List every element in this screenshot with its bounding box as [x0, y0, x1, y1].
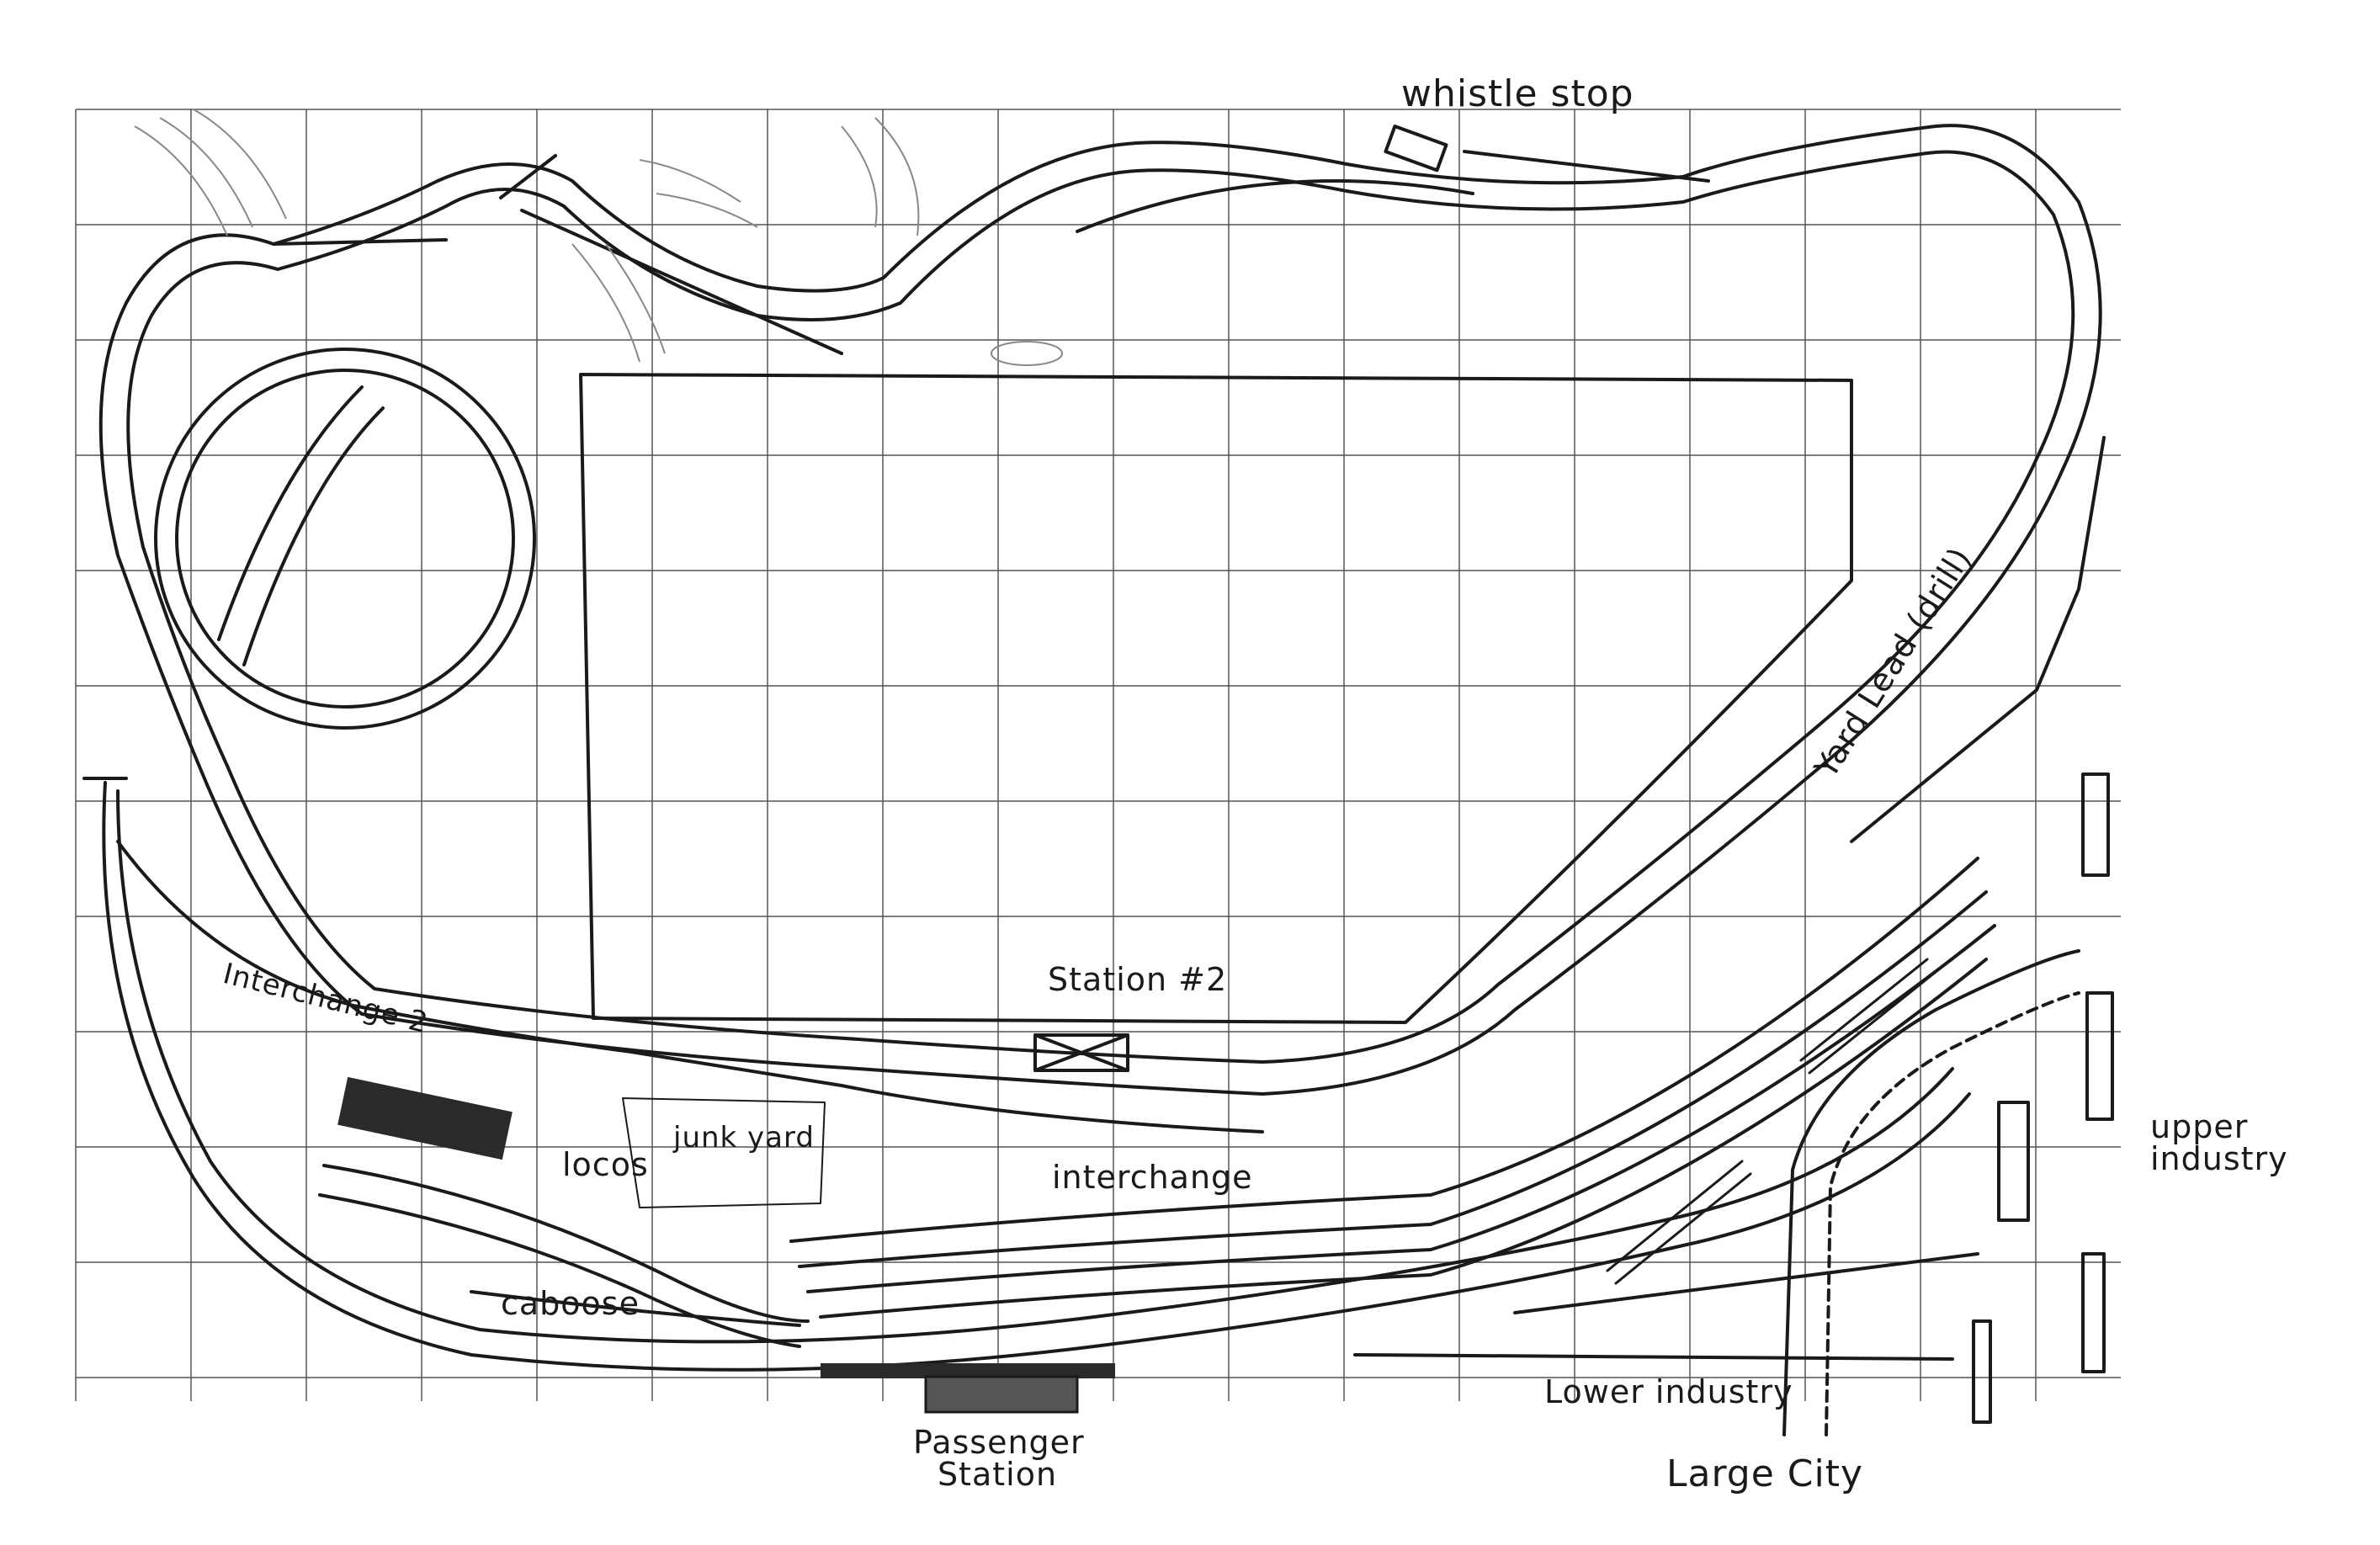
- station-2-label: Station #2: [1048, 961, 1228, 998]
- caboose-track: [470, 1290, 801, 1327]
- graph-paper-grid: [75, 109, 2121, 1401]
- helix-spur-2: [242, 406, 385, 666]
- passenger-platform: [821, 1363, 1115, 1378]
- left-branch-inner: [116, 789, 1954, 1344]
- interchange-2-track: [116, 840, 1264, 1134]
- loco-track: [322, 1164, 810, 1323]
- lower-industry-spur-2: [1513, 1252, 1979, 1314]
- station-2-building: [1033, 1033, 1129, 1072]
- locos-label: locos: [562, 1146, 649, 1183]
- locos-building: [337, 1076, 513, 1160]
- yard-lead: [1850, 436, 2106, 843]
- helix-spur: [217, 385, 364, 641]
- helix-loop-inner: [175, 369, 515, 709]
- lower-industry-spur: [1353, 1353, 1954, 1361]
- upper-industry-building-4: [2081, 1252, 2106, 1373]
- upper-industry-label: upper industry: [2150, 1108, 2288, 1177]
- city-street: [1782, 949, 2080, 1436]
- mainline-inner: [126, 150, 2075, 1064]
- whistle-stop-siding-2: [1076, 179, 1474, 233]
- yard-track-4: [819, 958, 1988, 1319]
- lower-industry-label: Lower industry: [1544, 1373, 1793, 1410]
- yard-track-3: [806, 924, 1996, 1293]
- freight-cars: [1606, 958, 1937, 1285]
- upper-industry-building-2: [2085, 991, 2114, 1121]
- helix-loop: [154, 348, 536, 730]
- interchange-label: interchange: [1052, 1159, 1253, 1196]
- station-2-building-cross: [1033, 1033, 1129, 1072]
- passenger-station-building: [924, 1375, 1079, 1414]
- upper-industry-building-1: [2081, 772, 2110, 877]
- mainline-outer: [98, 124, 2102, 1096]
- left-branch-outer: [102, 781, 1971, 1372]
- upper-industry-building-5: [1972, 1319, 1992, 1424]
- loco-track-2: [318, 1193, 801, 1348]
- hill-hatching: [134, 109, 1063, 366]
- upper-left-spur-2: [499, 154, 557, 199]
- passenger-station-label: Passenger Station: [913, 1424, 1085, 1493]
- junk-yard-outline: [622, 1097, 826, 1208]
- upper-industry-building-3: [1997, 1101, 2030, 1222]
- upper-left-spur: [272, 238, 448, 246]
- junk-yard-label: junk yard: [673, 1121, 815, 1155]
- large-city-label: Large City: [1666, 1452, 1864, 1495]
- whistle-stop-label: whistle stop: [1401, 72, 1634, 115]
- upper-left-spur-3: [520, 209, 843, 355]
- center-plateau: [579, 373, 1853, 1024]
- city-street-2: [1825, 991, 2080, 1436]
- yard-track-2: [798, 890, 1988, 1268]
- whistle-stop-building: [1384, 125, 1448, 173]
- yard-track-1: [789, 857, 1979, 1243]
- whistle-stop-siding: [1463, 150, 1710, 183]
- caboose-label: caboose: [501, 1285, 640, 1322]
